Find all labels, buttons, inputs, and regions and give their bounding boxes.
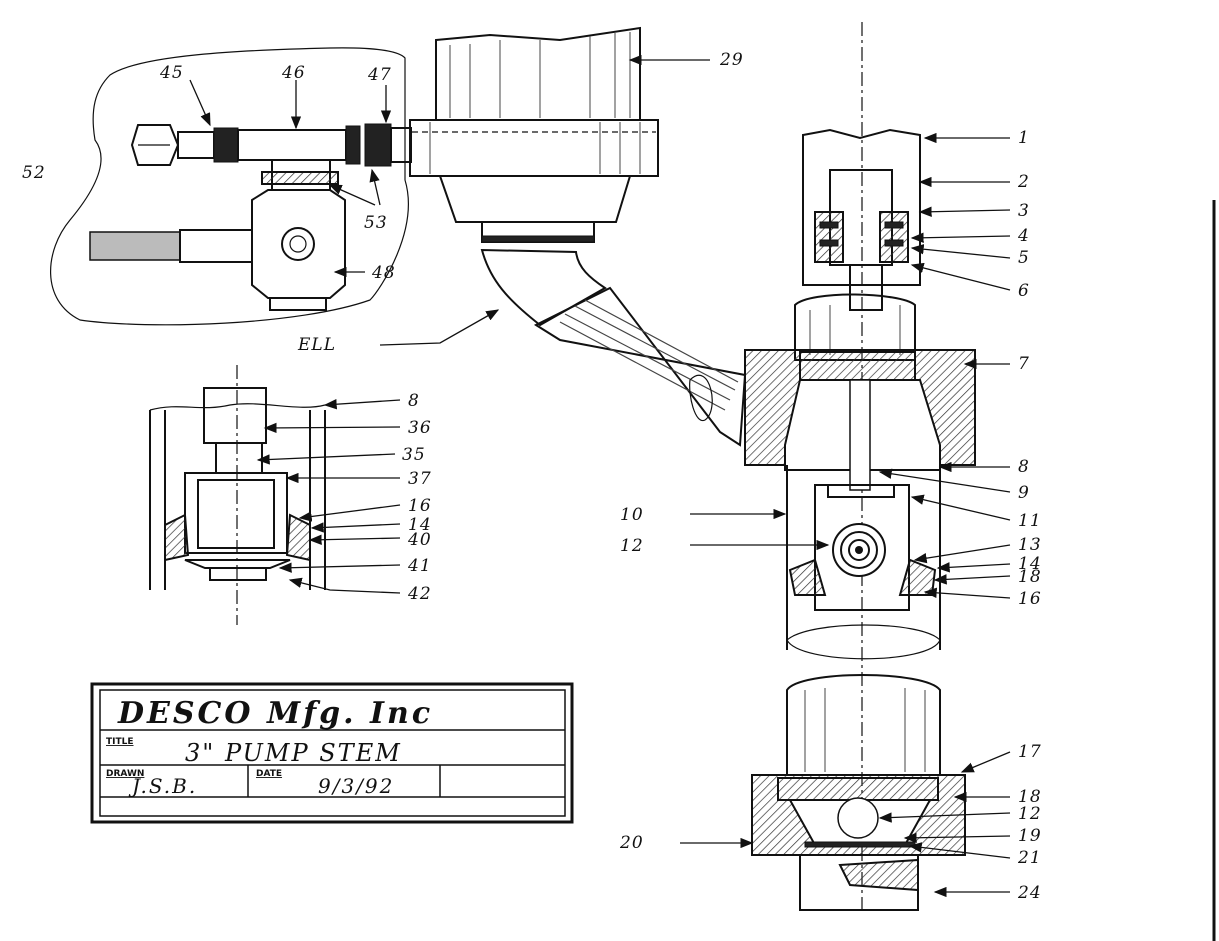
callout-8-main: 8 [1018, 457, 1030, 477]
detail-52-valve-assembly [50, 47, 412, 326]
callout-14-main: 14 [1018, 554, 1042, 574]
title-label: TITLE [106, 737, 134, 747]
callout-16-detail: 16 [408, 496, 432, 516]
callout-11: 11 [1018, 511, 1042, 531]
callout-ell: ELL [297, 335, 336, 355]
callout-9: 9 [1018, 483, 1030, 503]
title-block: DESCO Mfg. Inc TITLE 3" PUMP STEM DRAWN … [90, 682, 574, 824]
callout-1: 1 [1018, 128, 1030, 148]
callout-14-detail: 14 [408, 515, 432, 535]
drawing-title: 3" PUMP STEM [185, 739, 402, 767]
main-pump-stem-assembly [744, 22, 976, 915]
callout-45: 45 [159, 63, 184, 83]
callout-53: 53 [364, 213, 388, 233]
callout-52: 52 [22, 163, 46, 183]
callout-41: 41 [407, 556, 432, 576]
callout-40: 40 [407, 530, 432, 550]
callout-12-main: 12 [620, 536, 644, 556]
callout-20: 20 [619, 833, 644, 853]
plunger-detail [149, 365, 326, 625]
callout-17: 17 [1018, 742, 1042, 762]
elbow-ell [480, 248, 747, 447]
callout-47: 47 [367, 65, 392, 85]
discharge-pipe-29 [409, 26, 659, 243]
drawn-label: DRAWN [106, 769, 144, 779]
callout-2: 2 [1017, 172, 1030, 192]
callout-42: 42 [407, 584, 432, 604]
callout-18-foot: 18 [1018, 787, 1042, 807]
callout-4: 4 [1017, 226, 1030, 246]
callout-7: 7 [1018, 354, 1030, 374]
callout-18-main: 18 [1018, 567, 1042, 587]
callout-3: 3 [1018, 201, 1030, 221]
callout-46: 46 [281, 63, 306, 83]
callout-36: 36 [408, 418, 432, 438]
callout-5: 5 [1018, 248, 1030, 268]
callout-19: 19 [1018, 826, 1042, 846]
callout-13: 13 [1018, 535, 1042, 555]
drawing-date: 9/3/92 [318, 774, 394, 798]
callout-37: 37 [408, 469, 432, 489]
callout-16-main: 16 [1018, 589, 1042, 609]
callout-29: 29 [719, 50, 744, 70]
callout-8-detail: 8 [408, 391, 420, 411]
callout-35: 35 [402, 445, 426, 465]
callout-48: 48 [371, 263, 396, 283]
callout-21: 21 [1017, 848, 1042, 868]
leader-lines [189, 54, 1011, 898]
callout-6: 6 [1018, 281, 1030, 301]
callout-labels: 1 2 3 4 5 6 7 8 9 11 10 12 13 14 18 16 1… [22, 50, 1042, 903]
company-name: DESCO Mfg. Inc [117, 696, 433, 731]
date-label: DATE [256, 769, 282, 779]
drawn-by: J.S.B. [128, 774, 197, 798]
callout-24: 24 [1017, 883, 1042, 903]
callout-10: 10 [620, 505, 644, 525]
callout-12-foot: 12 [1018, 804, 1042, 824]
